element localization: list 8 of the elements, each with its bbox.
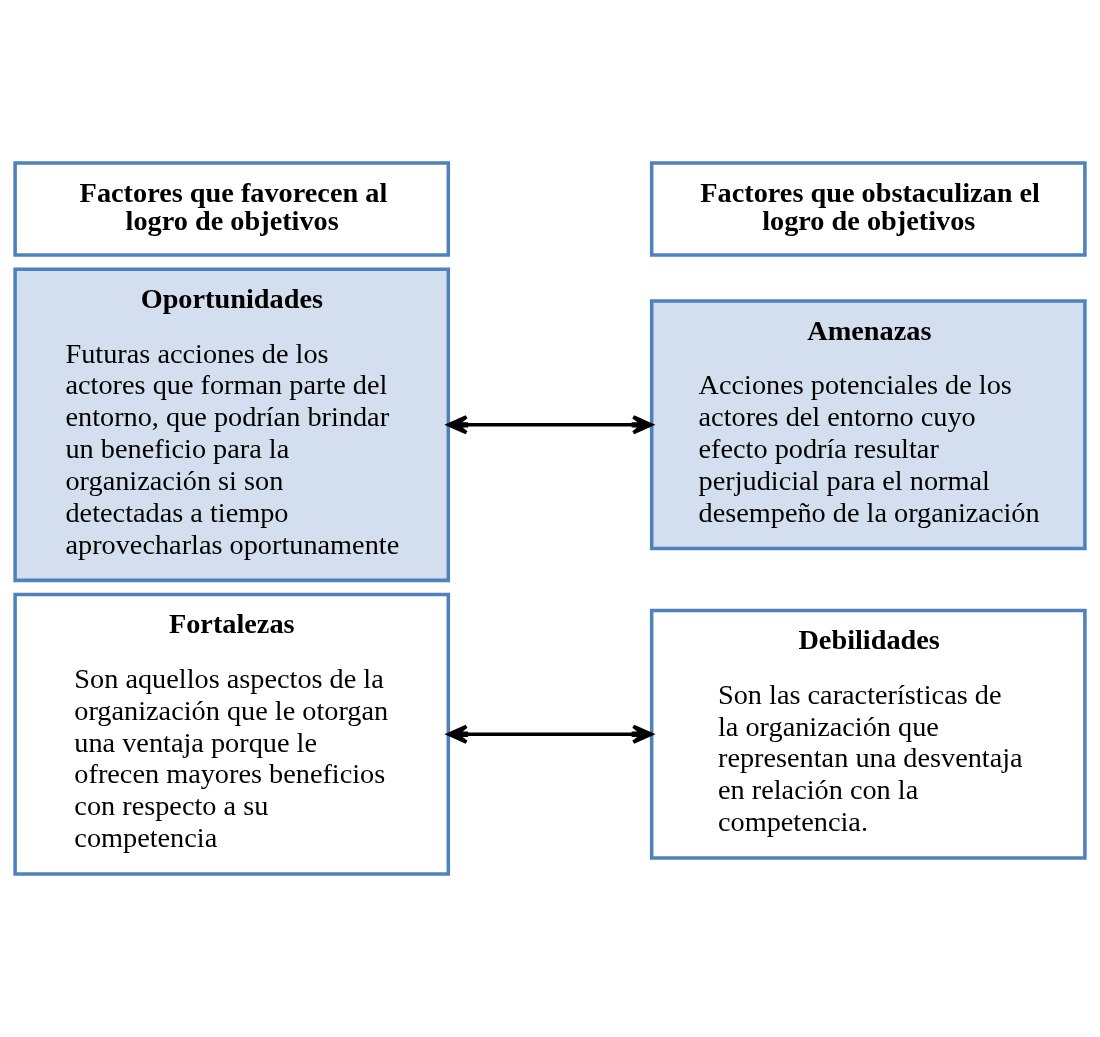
node-box: Factores que obstaculizan el logro de objetivos: [649, 161, 1087, 257]
node-box: Fortalezas Son aquellos aspectos de la organización que le otorgan una ventaja porque le ofrecen mayores beneficios con respecto a su competencia: [13, 592, 451, 876]
node-box: Oportunidades Futuras acciones de los actores que forman parte del entorno, que podrían brindar un beneficio para la organización si son detectadas a tiempo aprovecharlas oportunamente: [13, 267, 451, 583]
node-box: Amenazas Acciones potenciales de los actores del entorno cuyo efecto podría resultar perjudicial para el normal desempeño de la organización: [649, 299, 1087, 551]
node-box: Debilidades Son las características de la organización que representan una desventaja en relación con la competencia.: [649, 608, 1087, 860]
arrow: [446, 724, 653, 744]
arrow: [446, 415, 653, 435]
node-box: Factores que favorecen al logro de objetivos: [13, 161, 451, 257]
